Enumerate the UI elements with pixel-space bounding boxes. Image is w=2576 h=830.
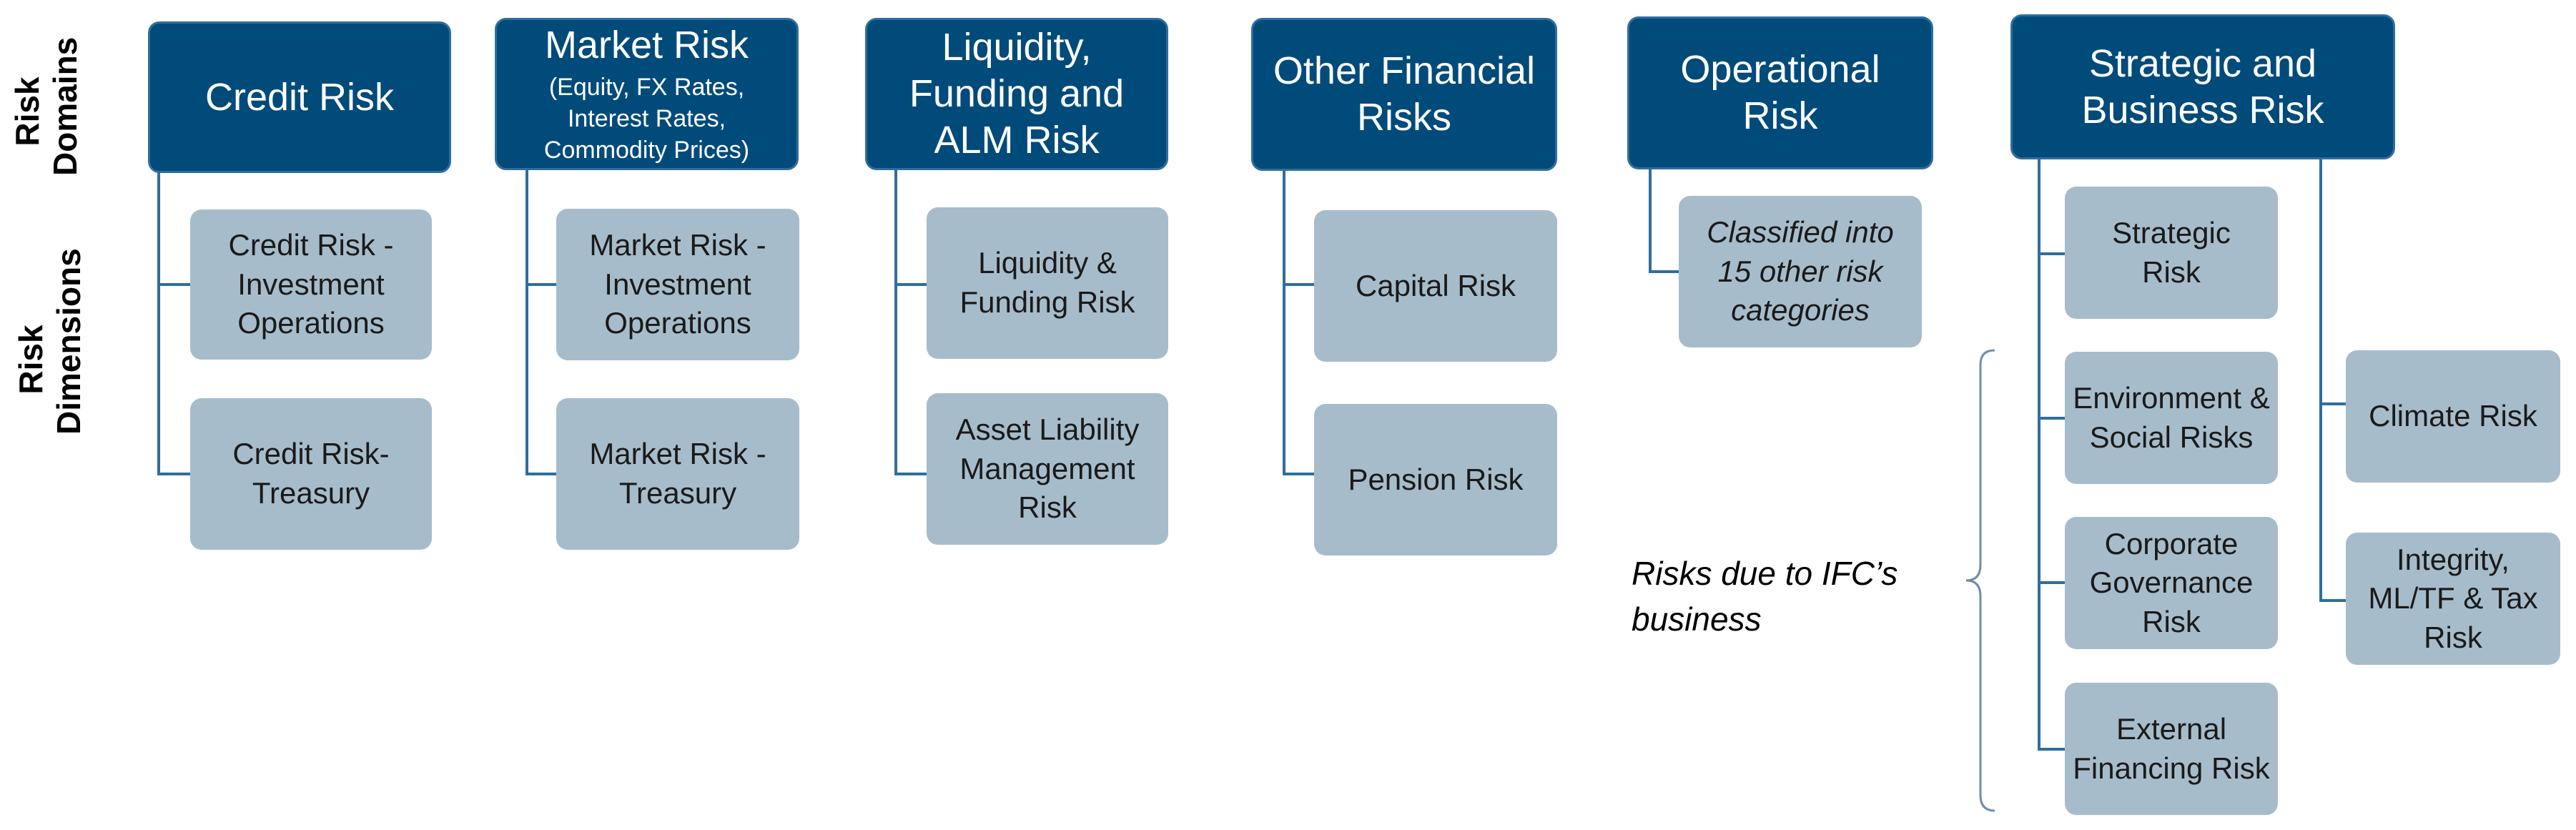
dimension-label: Market Risk - Investment Operations (589, 228, 766, 340)
dimension-label: Pension Risk (1348, 462, 1524, 496)
dimension-label: Credit Risk - Investment Operations (228, 228, 394, 340)
connector-strategic-right (2319, 142, 2347, 602)
dimension-label: Classified into 15 other risk categories (1707, 215, 1894, 327)
dimension-integrity-ml-tf-tax-risk: Integrity, ML/TF & Tax Risk (2346, 533, 2560, 665)
dimension-pension-risk: Pension Risk (1314, 404, 1557, 555)
dimension-label: Liquidity & Funding Risk (959, 246, 1135, 319)
domain-title: Liquidity, Funding and ALM Risk (909, 26, 1125, 162)
domain-operational-risk: Operational Risk (1627, 16, 1933, 169)
domain-liquidity-funding-alm-risk: Liquidity, Funding and ALM Risk (865, 18, 1168, 170)
domain-market-risk: Market Risk (Equity, FX Rates, Interest … (495, 18, 799, 170)
brace (1965, 349, 1995, 812)
axis-label-risk-dimensions: Risk Dimensions (12, 248, 95, 435)
domain-other-financial-risks: Other Financial Risks (1251, 18, 1557, 171)
axis-label-line: Risk (12, 325, 49, 395)
dimension-credit-risk-investment-operations: Credit Risk - Investment Operations (190, 209, 432, 360)
axis-label-risk-domains: Risk Domains (9, 36, 92, 176)
domain-title: Strategic and Business Risk (2081, 41, 2324, 132)
dimension-market-risk-investment-operations: Market Risk - Investment Operations (556, 209, 799, 360)
connector-other-financial (1283, 169, 1316, 475)
dimension-operational-categories: Classified into 15 other risk categories (1679, 196, 1922, 347)
dimension-label: Environment & Social Risks (2073, 380, 2270, 454)
dimension-label: Strategic Risk (2112, 215, 2231, 289)
connector-strategic-left (2038, 156, 2067, 751)
dimension-label: Asset Liability Management Risk (955, 412, 1140, 525)
dimension-label: External Financing Risk (2073, 711, 2270, 785)
dimension-asset-liability-management-risk: Asset Liability Management Risk (927, 393, 1168, 545)
domain-credit-risk: Credit Risk (148, 21, 451, 173)
axis-label-line: Risk (9, 76, 46, 147)
domain-title: Market Risk (544, 23, 749, 66)
dimension-strategic-risk: Strategic Risk (2065, 187, 2278, 319)
dimension-climate-risk: Climate Risk (2346, 350, 2560, 483)
dimension-environment-social-risks: Environment & Social Risks (2065, 352, 2278, 484)
dimension-credit-risk-treasury: Credit Risk- Treasury (190, 398, 432, 550)
connector-market (525, 169, 558, 475)
domain-subtitle: (Equity, FX Rates, Interest Rates, Commo… (543, 73, 750, 164)
dimension-label: Integrity, ML/TF & Tax Risk (2368, 542, 2538, 654)
connector-liquidity (894, 169, 928, 475)
dimension-corporate-governance-risk: Corporate Governance Risk (2065, 517, 2278, 649)
dimension-label: Capital Risk (1355, 268, 1516, 302)
dimension-capital-risk: Capital Risk (1314, 210, 1557, 362)
domain-strategic-business-risk: Strategic and Business Risk (2010, 14, 2395, 159)
dimension-label: Market Risk - Treasury (589, 437, 766, 510)
dimension-market-risk-treasury: Market Risk - Treasury (556, 398, 799, 550)
note-risks-due-to-business: Risks due to IFC’s business (1632, 550, 1932, 643)
axis-label-line: Domains (46, 36, 84, 176)
connector-credit (157, 170, 192, 475)
connector-operational (1649, 169, 1680, 273)
domain-title: Operational Risk (1680, 48, 1880, 137)
dimension-liquidity-funding-risk: Liquidity & Funding Risk (927, 207, 1168, 359)
domain-title: Credit Risk (204, 75, 395, 119)
note-text: Risks due to IFC’s business (1632, 555, 1898, 638)
dimension-label: Credit Risk- Treasury (232, 437, 390, 510)
axis-label-line: Dimensions (49, 248, 87, 435)
dimension-external-financing-risk: External Financing Risk (2065, 683, 2278, 815)
dimension-label: Climate Risk (2369, 399, 2537, 433)
dimension-label: Corporate Governance Risk (2089, 526, 2254, 638)
domain-title: Other Financial Risks (1273, 49, 1536, 139)
